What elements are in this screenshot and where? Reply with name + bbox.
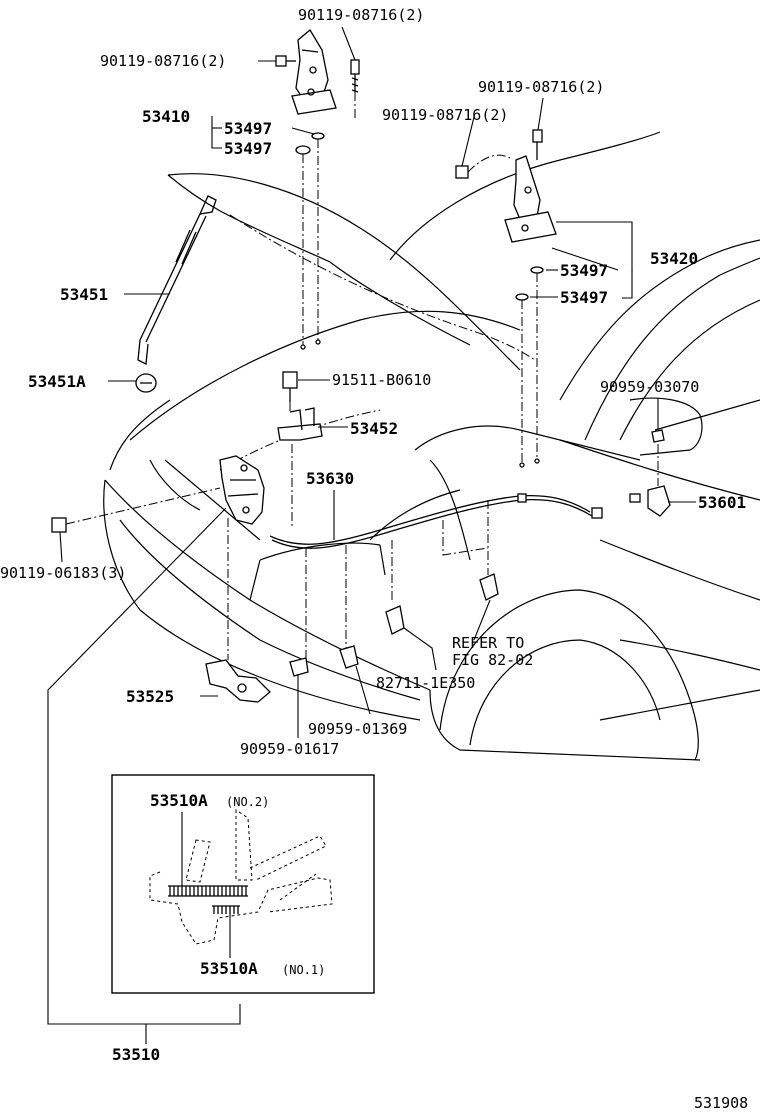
label-bolt-striker: 91511-B0610: [332, 371, 431, 389]
label-refer-line1: REFER TO: [452, 634, 524, 652]
label-clip-b: 90959-01617: [240, 740, 339, 758]
label-washer-lh-a: 53497: [224, 119, 272, 138]
bolt-hood-lock: [51, 487, 221, 533]
label-striker: 53452: [350, 419, 398, 438]
label-wire-harness: 82711-1E350: [376, 674, 475, 692]
label-cushion: 53451A: [28, 372, 86, 391]
label-clip-right: 90959-03070: [600, 378, 699, 396]
hood-release-cable: [269, 493, 603, 549]
washer-rh-a: [530, 266, 544, 274]
label-hinge-lh: 53410: [142, 107, 190, 126]
hood-support-rod: [137, 195, 217, 366]
hood-cushion: [135, 373, 157, 393]
label-bolt-lock: 90119-06183(3): [0, 564, 126, 582]
label-spring-no2-sub: (NO.2): [226, 795, 269, 809]
washer-rh-b: [515, 293, 529, 301]
bolt-hinge-lh-top: [350, 59, 360, 93]
bolt-hinge-rh-top: [532, 129, 543, 160]
hood-striker: [277, 407, 323, 441]
hood-hinge-rh: [504, 155, 557, 243]
label-hood-lock: 53510: [112, 1045, 160, 1064]
label-washer-lh-b: 53497: [224, 139, 272, 158]
label-bolt-rh-top: 90119-08716(2): [478, 78, 604, 96]
label-spring-no2: 53510A: [150, 791, 208, 810]
label-lock-support: 53525: [126, 687, 174, 706]
hood-lock-installed: [219, 455, 265, 525]
label-figure-code: 531908: [694, 1094, 748, 1112]
inset-box: [111, 774, 375, 994]
label-washer-rh-b: 53497: [560, 288, 608, 307]
label-washer-rh-a: 53497: [560, 261, 608, 280]
bolt-hinge-lh-left: [275, 55, 296, 67]
label-refer-line2: FIG 82-02: [452, 651, 533, 669]
washer-lh-b: [295, 145, 311, 155]
hood-lock-support: [205, 659, 271, 703]
hood-hinge-lh: [291, 29, 337, 115]
label-cable: 53630: [306, 469, 354, 488]
label-spring-no1: 53510A: [200, 959, 258, 978]
part-labels: 90119-08716(2) 90119-08716(2) 53410 5349…: [0, 6, 748, 1112]
clip-right: [651, 429, 665, 443]
clip-b: [289, 657, 309, 677]
label-lever: 53601: [698, 493, 746, 512]
clip-a: [339, 645, 359, 669]
label-clip-a: 90959-01369: [308, 720, 407, 738]
hood-release-lever: [629, 485, 671, 517]
leader-lines: [47, 26, 696, 1044]
vehicle-body-outline: [103, 131, 760, 761]
label-bolt-rh-left: 90119-08716(2): [382, 106, 508, 124]
bolt-hinge-rh-left: [455, 154, 511, 179]
label-bolt-left: 90119-08716(2): [100, 52, 226, 70]
label-hinge-rh: 53420: [650, 249, 698, 268]
label-support-rod: 53451: [60, 285, 108, 304]
wire-harness-clip: [385, 573, 499, 635]
label-bolt-top: 90119-08716(2): [298, 6, 424, 24]
bolt-striker: [282, 371, 298, 402]
label-spring-no1-sub: (NO.1): [282, 963, 325, 977]
